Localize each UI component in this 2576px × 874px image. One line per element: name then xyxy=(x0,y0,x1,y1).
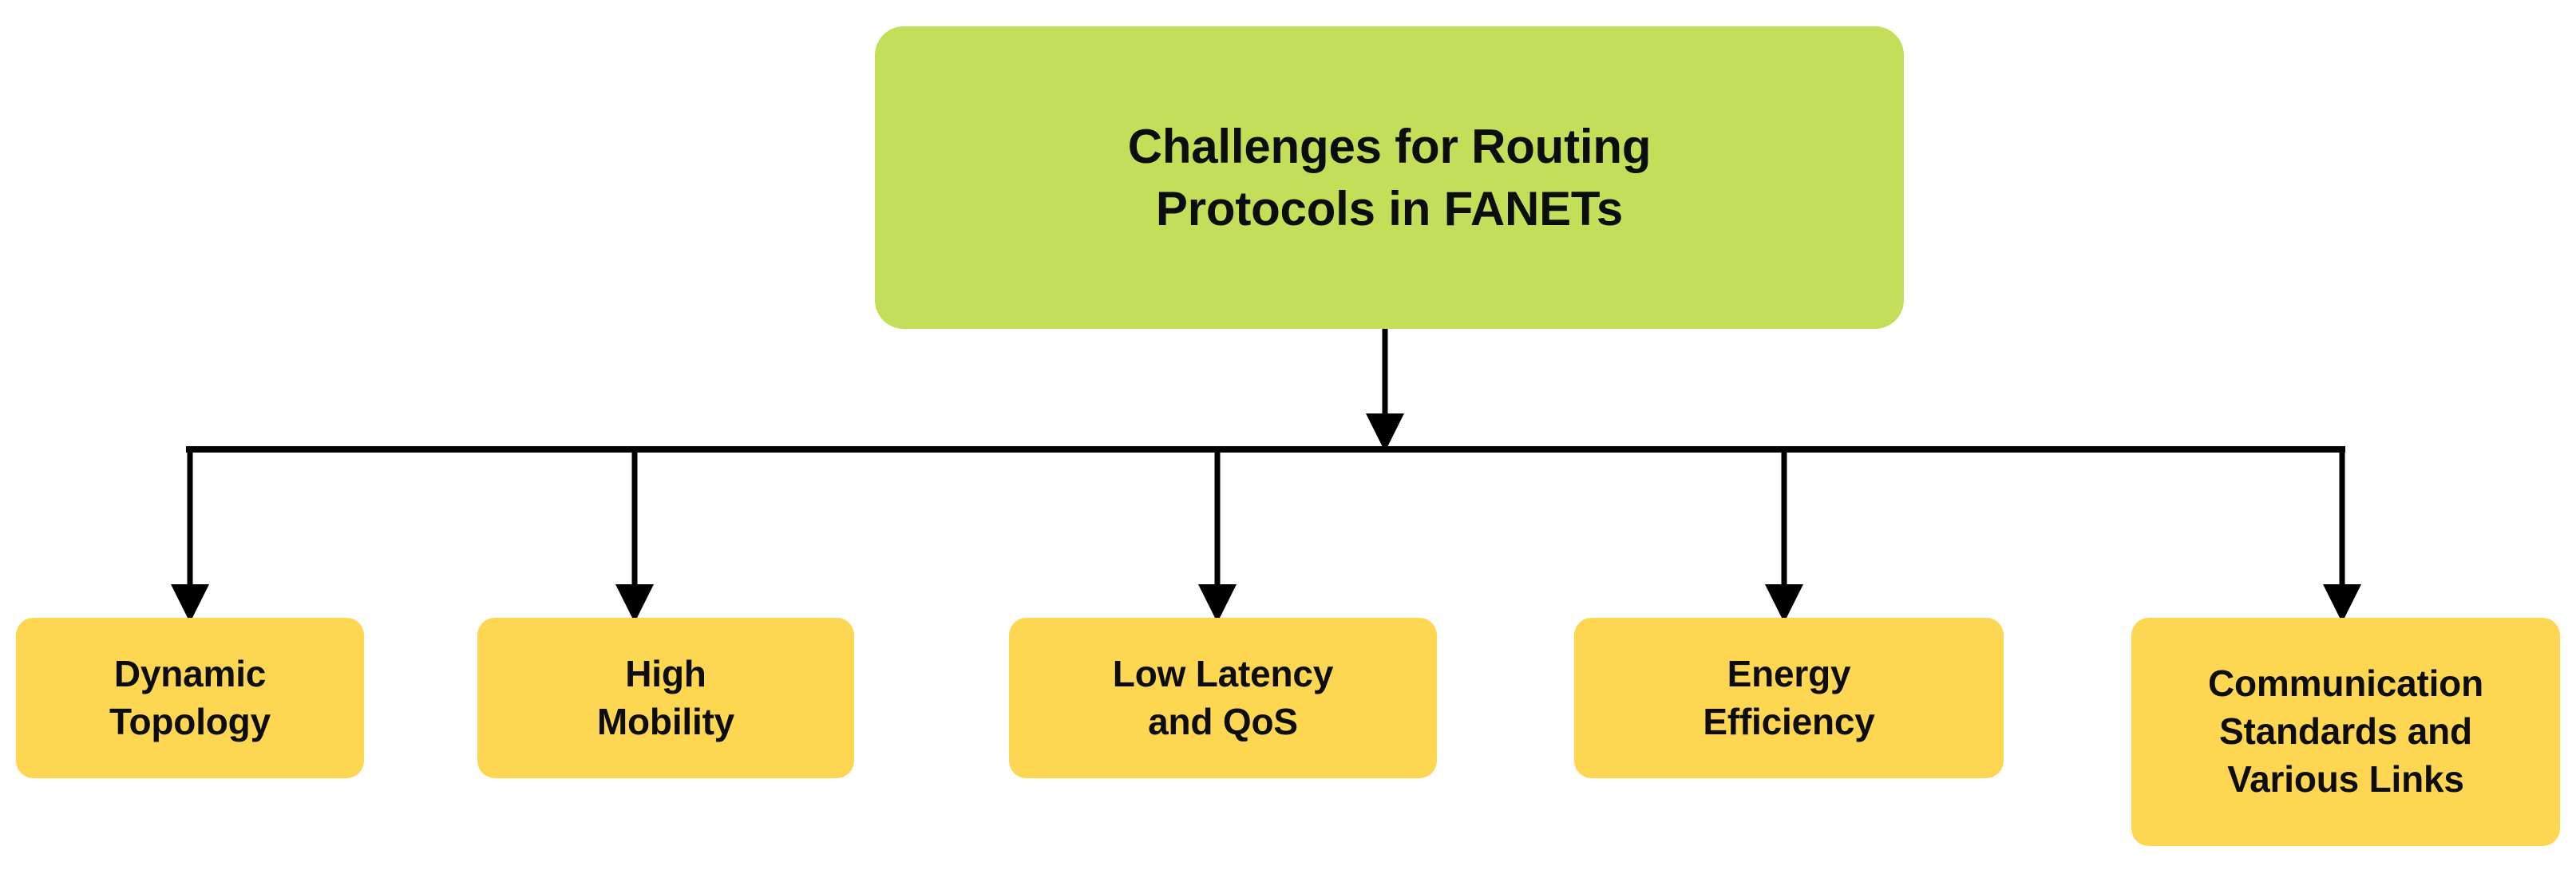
connector-arrowhead-communication-standards xyxy=(2323,584,2361,623)
root-node-challenges-for-routing-protocols-in-fanets: Challenges for Routing Protocols in FANE… xyxy=(875,26,1904,329)
leaf-node-label-dynamic-topology: Dynamic Topology xyxy=(109,652,271,742)
leaf-node-dynamic-topology: Dynamic Topology xyxy=(16,618,364,778)
leaf-node-energy-efficiency: Energy Efficiency xyxy=(1574,618,2004,778)
connector-arrowhead-low-latency-and-qos xyxy=(1198,584,1237,623)
leaf-node-low-latency-and-qos: Low Latency and QoS xyxy=(1009,618,1437,778)
root-node-label: Challenges for Routing Protocols in FANE… xyxy=(1127,119,1652,235)
root-connector-arrowhead xyxy=(1366,413,1404,452)
leaf-node-label-communication-standards-and-various-links: Communication Standards and Various Link… xyxy=(2208,662,2483,800)
leaf-node-label-low-latency-and-qos: Low Latency and QoS xyxy=(1112,652,1334,742)
connector-arrowhead-high-mobility xyxy=(615,584,654,623)
connector-arrowhead-dynamic-topology xyxy=(171,584,209,623)
connector-arrowhead-energy-efficiency xyxy=(1765,584,1803,623)
leaf-node-label-energy-efficiency: Energy Efficiency xyxy=(1703,652,1875,742)
leaf-node-label-high-mobility: High Mobility xyxy=(596,652,735,742)
leaf-node-communication-standards-and-various-links: Communication Standards and Various Link… xyxy=(2131,618,2560,846)
leaf-node-high-mobility: High Mobility xyxy=(477,618,854,778)
